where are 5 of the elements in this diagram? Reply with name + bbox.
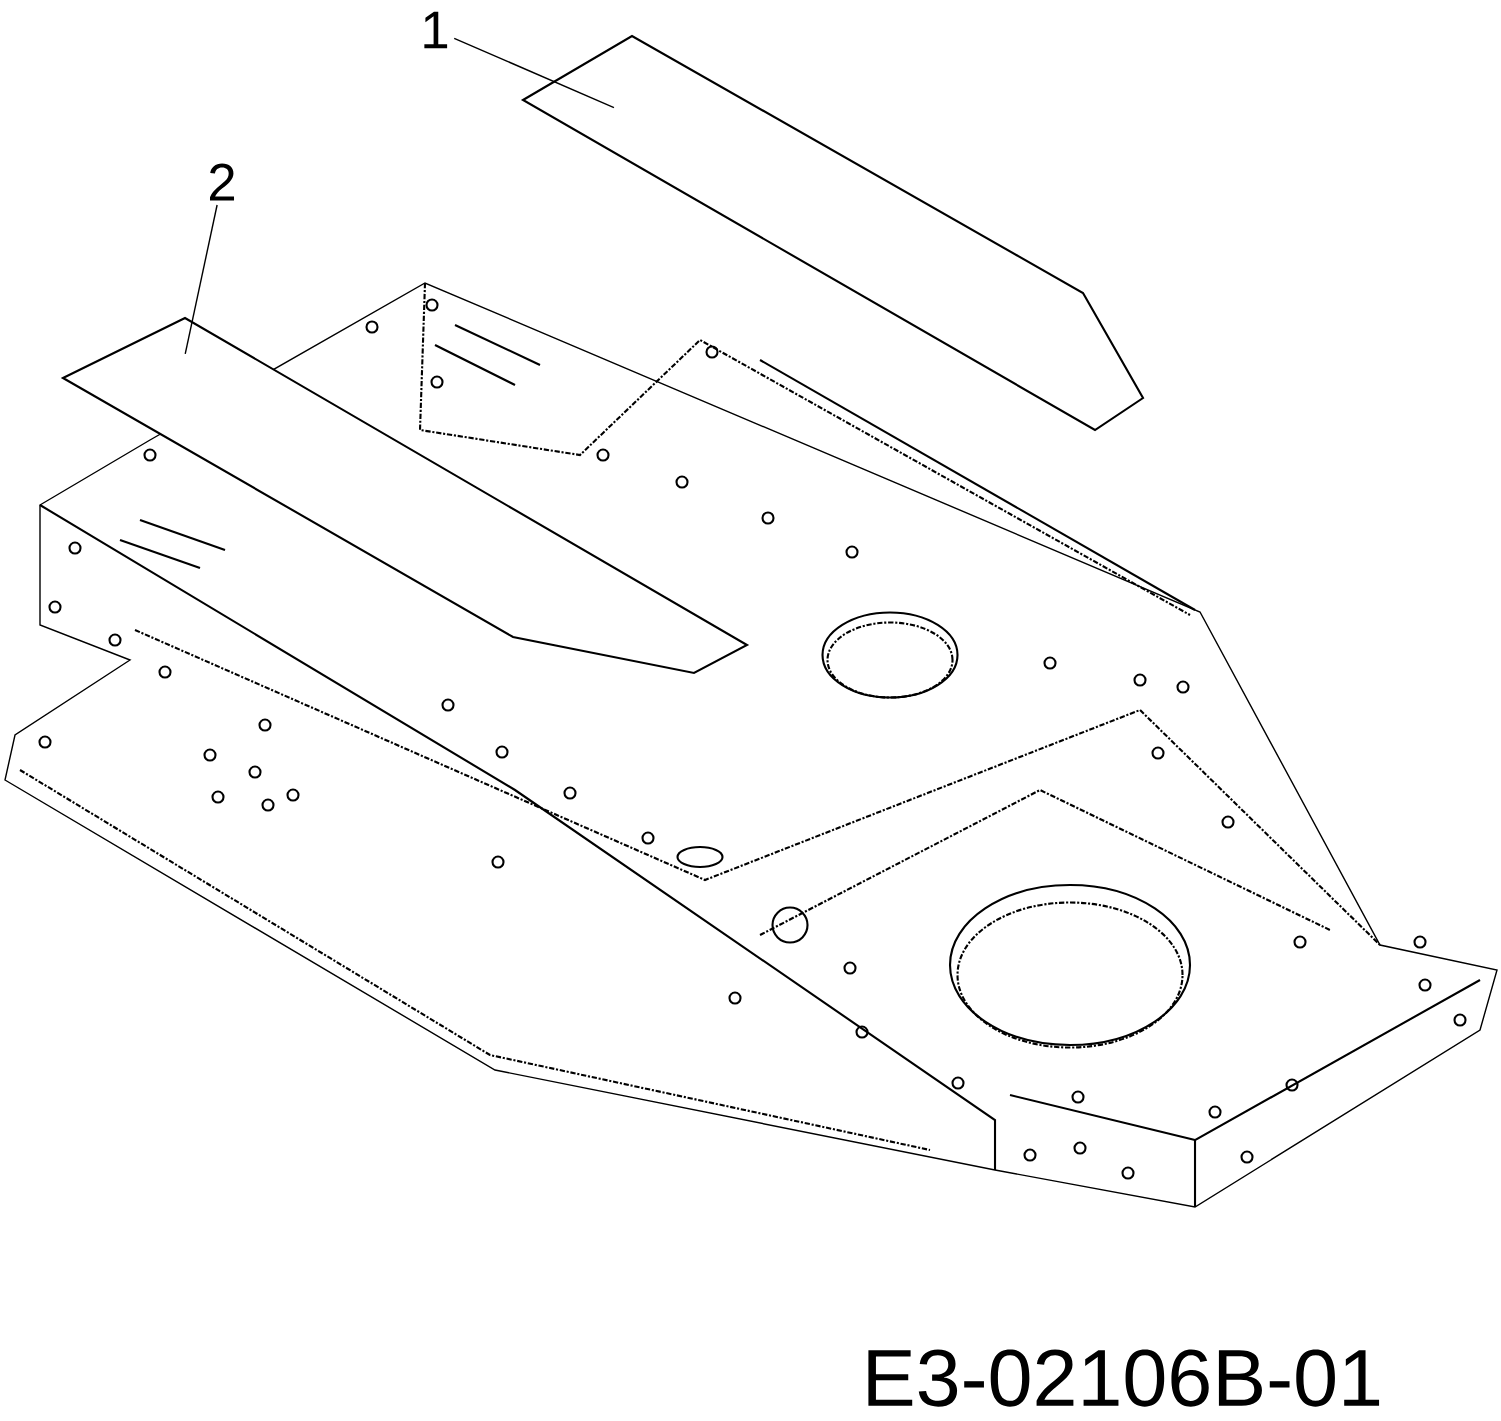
callout-number: 1 xyxy=(424,11,448,49)
drawing-number: E3-02106B-01 xyxy=(868,1349,1380,1407)
leader-line xyxy=(453,37,615,109)
callout-number: 2 xyxy=(210,163,235,201)
leader-line xyxy=(184,204,218,355)
